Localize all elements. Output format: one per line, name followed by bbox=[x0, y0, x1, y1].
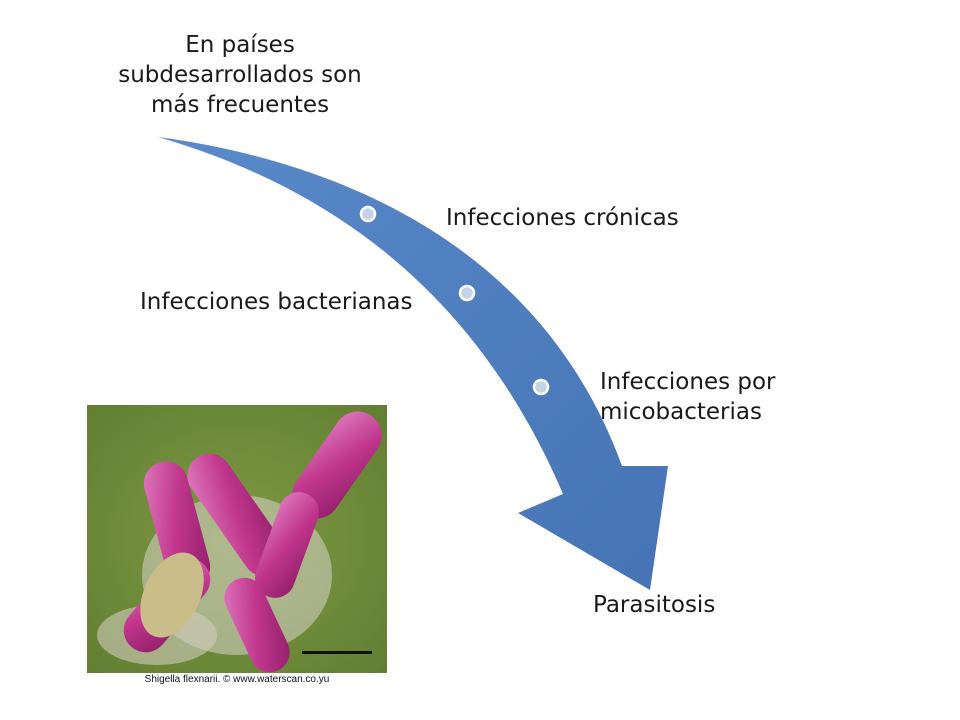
label-parasitosis: Parasitosis bbox=[593, 592, 716, 618]
bullet-point-1 bbox=[359, 205, 377, 223]
bullet-point-2 bbox=[458, 284, 476, 302]
label-underdeveloped-countries: En países subdesarrollados son más frecu… bbox=[118, 32, 362, 118]
label-mycobacterial-infections: Infecciones por micobacterias bbox=[600, 369, 776, 425]
figure-caption: Shigella flexnarii. © www.waterscan.co.y… bbox=[144, 674, 330, 685]
shigella-micrograph bbox=[87, 405, 387, 673]
label-chronic-infections: Infecciones crónicas bbox=[446, 205, 679, 231]
label-bacterial-infections: Infecciones bacterianas bbox=[140, 289, 413, 315]
curved-arrow-body bbox=[158, 137, 668, 590]
bullet-point-3 bbox=[532, 378, 550, 396]
